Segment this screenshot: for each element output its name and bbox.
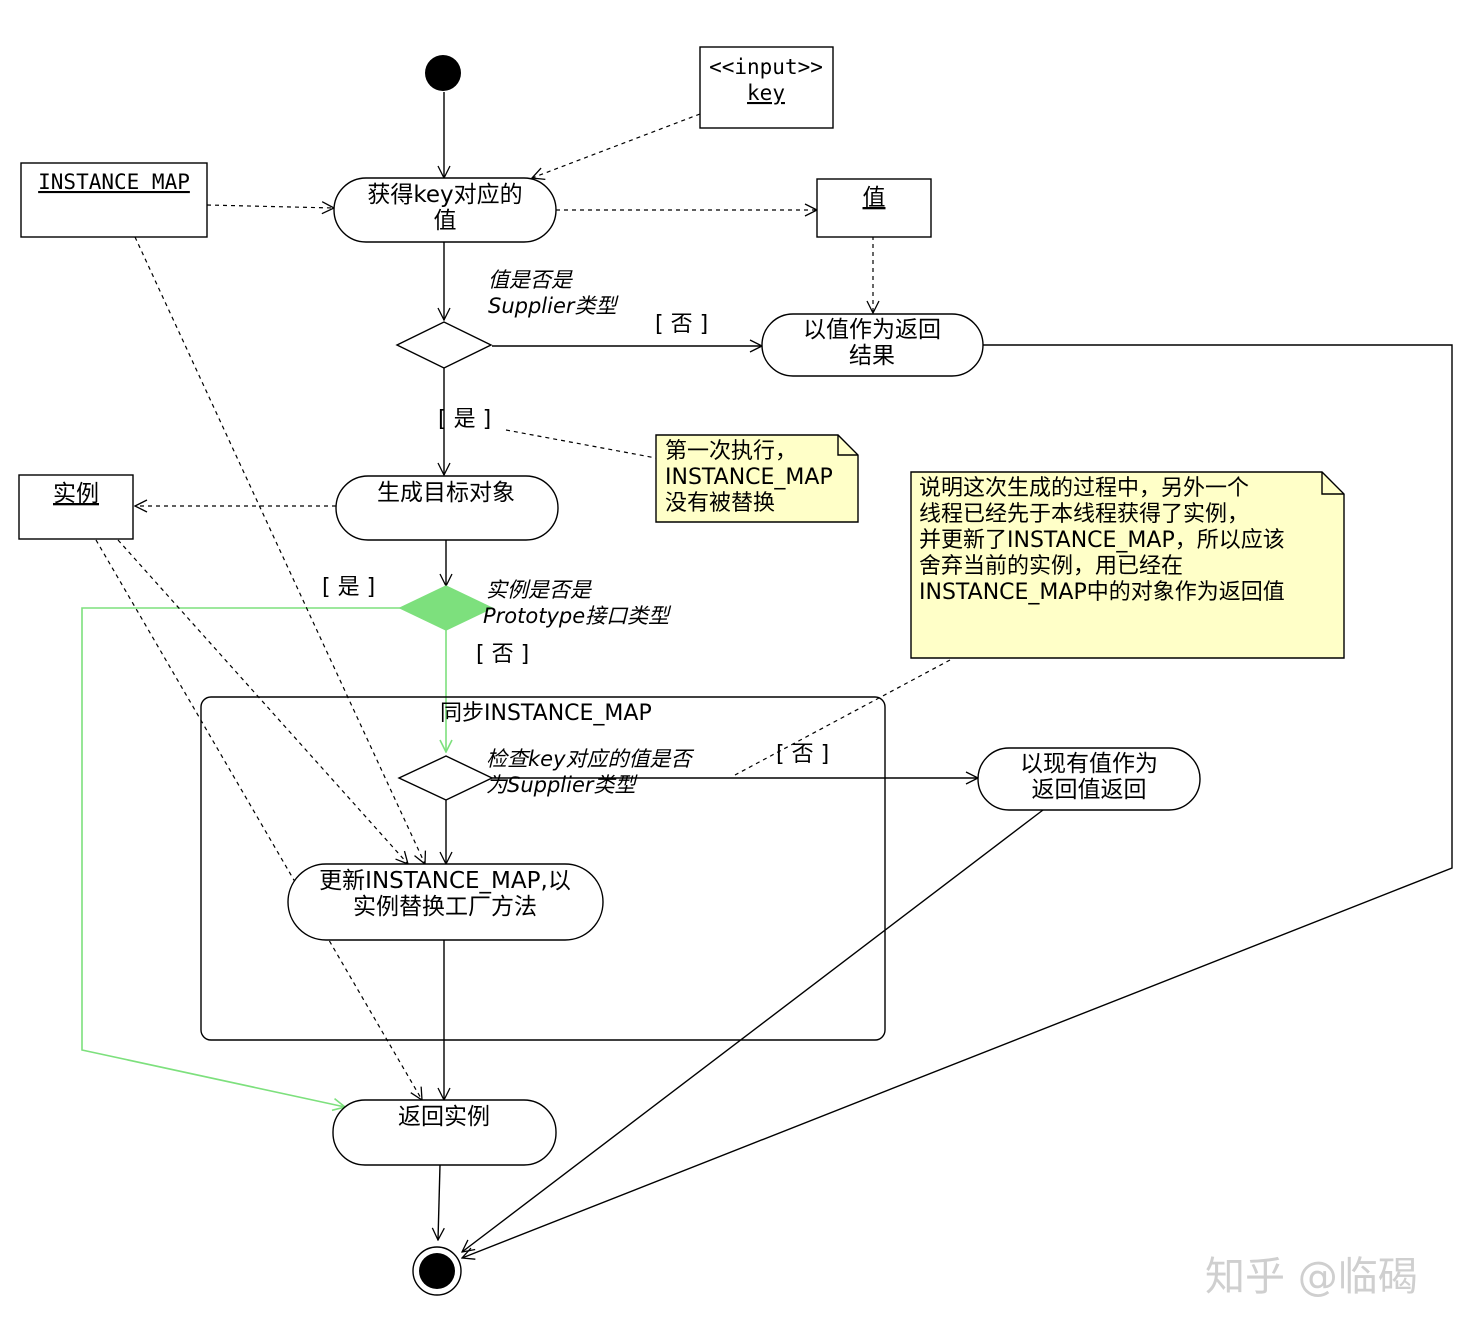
sync-region [200, 696, 886, 1041]
decision-is-supplier [395, 321, 493, 369]
svg-text:返回实例: 返回实例 [398, 1104, 490, 1130]
note-first-exec: 第一次执行， INSTANCE_MAP 没有被替换 [655, 434, 859, 523]
action-update-map: 更新INSTANCE_MAP,以 实例替换工厂方法 [287, 863, 604, 941]
svg-text:说明这次生成的过程中，另外一个: 说明这次生成的过程中，另外一个 [919, 476, 1249, 501]
svg-text:Supplier类型: Supplier类型 [488, 294, 620, 318]
svg-text:并更新了INSTANCE_MAP，所以应该: 并更新了INSTANCE_MAP，所以应该 [919, 528, 1285, 553]
svg-text:为Supplier类型: 为Supplier类型 [486, 773, 639, 797]
svg-text:以现有值作为: 以现有值作为 [1020, 751, 1158, 777]
svg-text:<<input>>: <<input>> [709, 55, 823, 79]
action-return-instance: 返回实例 [332, 1099, 557, 1166]
svg-text:值: 值 [434, 208, 457, 234]
action-return-value: 以值作为返回 结果 [761, 313, 984, 377]
svg-text:实例: 实例 [53, 481, 99, 507]
decision-check-supplier-label: 检查key对应的值是否 为Supplier类型 [486, 747, 695, 797]
svg-text:INSTANCE_MAP: INSTANCE_MAP [665, 465, 833, 490]
decision-check-supplier [397, 755, 494, 801]
decision-is-prototype [398, 585, 494, 631]
svg-text:线程已经先于本线程获得了实例，: 线程已经先于本线程获得了实例， [919, 502, 1249, 527]
instance-object: 实例 [18, 474, 134, 540]
input-key-object: <<input>> key [699, 46, 834, 129]
svg-text:检查key对应的值是否: 检查key对应的值是否 [486, 747, 695, 771]
svg-text:舍弃当前的实例，用已经在: 舍弃当前的实例，用已经在 [919, 554, 1183, 579]
guard-yes-2: [ 是 ] [322, 575, 375, 600]
green-flow [81, 607, 446, 1107]
action-return-existing: 以现有值作为 返回值返回 [977, 747, 1201, 811]
svg-text:INSTANCE_MAP中的对象作为返回值: INSTANCE_MAP中的对象作为返回值 [919, 580, 1285, 605]
svg-text:没有被替换: 没有被替换 [665, 491, 775, 516]
watermark: 知乎 @临碣 [1205, 1254, 1418, 1300]
svg-text:值是否是: 值是否是 [488, 268, 573, 292]
value-object: 值 [816, 178, 932, 238]
control-flows [438, 92, 1453, 1258]
sync-region-label: 同步INSTANCE_MAP [440, 701, 652, 726]
svg-text:结果: 结果 [849, 343, 895, 369]
decision-is-prototype-label: 实例是否是 Prototype接口类型 [483, 578, 672, 628]
svg-text:实例是否是: 实例是否是 [486, 578, 592, 602]
guard-no-3: [ 否 ] [776, 742, 829, 767]
action-create-target: 生成目标对象 [335, 475, 559, 541]
guard-no-2: [ 否 ] [476, 642, 529, 667]
svg-text:INSTANCE MAP: INSTANCE MAP [38, 170, 190, 194]
svg-text:key: key [747, 81, 785, 105]
action-get-value: 获得key对应的 值 [333, 177, 557, 243]
svg-text:Prototype接口类型: Prototype接口类型 [483, 604, 672, 628]
svg-text:以值作为返回: 以值作为返回 [803, 317, 941, 343]
svg-text:获得key对应的: 获得key对应的 [367, 182, 522, 208]
decision-is-supplier-label: 值是否是 Supplier类型 [488, 268, 620, 318]
guard-no-1: [ 否 ] [655, 312, 708, 337]
start-node [425, 55, 461, 91]
svg-text:更新INSTANCE_MAP,以: 更新INSTANCE_MAP,以 [319, 868, 571, 894]
svg-text:实例替换工厂方法: 实例替换工厂方法 [353, 894, 537, 920]
guard-yes-1: [ 是 ] [438, 407, 491, 432]
svg-text:值: 值 [863, 185, 886, 211]
svg-text:生成目标对象: 生成目标对象 [377, 480, 515, 506]
svg-text:返回值返回: 返回值返回 [1032, 777, 1147, 803]
object-flows [95, 113, 951, 1100]
svg-text:第一次执行，: 第一次执行， [665, 439, 797, 464]
instance-map-object: INSTANCE MAP [20, 162, 208, 238]
note-explain: 说明这次生成的过程中，另外一个 线程已经先于本线程获得了实例， 并更新了INST… [910, 471, 1345, 659]
end-node [412, 1246, 462, 1296]
